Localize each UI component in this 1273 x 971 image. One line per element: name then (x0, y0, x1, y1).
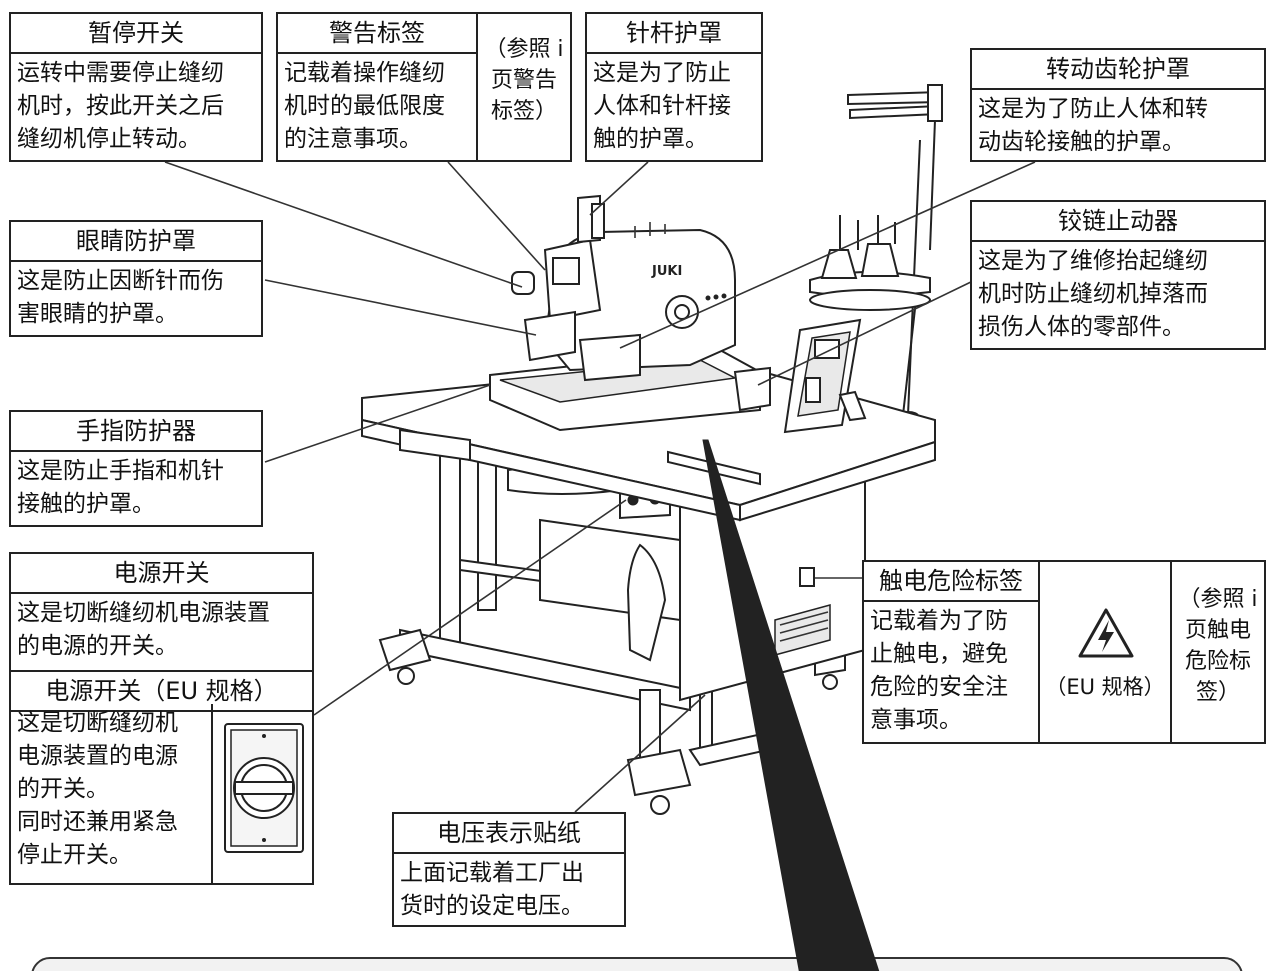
label-needle-bar-cover: 针杆护罩 这是为了防止 人体和针杆接 触的护罩。 (585, 12, 763, 162)
label-needle-bar-cover-title: 针杆护罩 (587, 14, 761, 54)
label-finger-guard-title: 手指防护器 (11, 412, 261, 452)
label-eye-guard-title: 眼睛防护罩 (11, 222, 261, 262)
label-voltage-sticker-title: 电压表示贴纸 (394, 814, 624, 854)
label-power-switch-title: 电源开关 (11, 554, 312, 594)
label-warning: 警告标签 记载着操作缝纫 机时的最低限度 的注意事项。 （参照 i 页警告 标签… (276, 12, 572, 162)
label-gear-cover: 转动齿轮护罩 这是为了防止人体和转 动齿轮接触的护罩。 (970, 48, 1266, 162)
label-stop-switch-title: 暂停开关 (11, 14, 261, 54)
label-finger-guard-text: 这是防止手指和机针 接触的护罩。 (11, 452, 261, 524)
label-shock-hazard-eu: （EU 规格） (1040, 672, 1170, 703)
label-shock-hazard: 触电危险标签 记载着为了防 止触电，避免 危险的安全注 意事项。 （EU 规格）… (862, 560, 1266, 744)
label-voltage-sticker-text: 上面记载着工厂出 货时的设定电压。 (394, 854, 624, 926)
label-warning-text: 记载着操作缝纫 机时的最低限度 的注意事项。 (278, 54, 476, 159)
label-eye-guard-text: 这是防止因断针而伤 害眼睛的护罩。 (11, 262, 261, 334)
machine-brand: JUKI (651, 264, 682, 279)
label-power-switch-eu-text: 这是切断缝纫机 电源装置的电源 的开关。 同时还兼用紧急 停止开关。 (11, 704, 199, 875)
label-warning-title: 警告标签 (278, 14, 476, 54)
label-power-switch: 电源开关 这是切断缝纫机电源装置 的电源的开关。 电源开关（EU 规格） 这是切… (9, 552, 314, 885)
eu-switch-panel (211, 704, 312, 883)
high-voltage-warning-icon (1076, 606, 1136, 660)
rotary-switch-icon (221, 720, 307, 860)
label-voltage-sticker: 电压表示贴纸 上面记载着工厂出 货时的设定电压。 (392, 812, 626, 927)
label-warning-ref: （参照 i 页警告 标签） (478, 34, 570, 127)
bottom-banner (32, 958, 1242, 971)
label-hinge-stopper-title: 铰链止动器 (972, 202, 1264, 242)
label-shock-hazard-ref: （参照 i 页触电 危险标 签） (1172, 584, 1264, 708)
label-shock-hazard-title: 触电危险标签 (864, 562, 1038, 602)
label-eye-guard: 眼睛防护罩 这是防止因断针而伤 害眼睛的护罩。 (9, 220, 263, 337)
label-hinge-stopper-text: 这是为了维修抬起缝纫 机时防止缝纫机掉落而 损伤人体的零部件。 (972, 242, 1264, 347)
label-hinge-stopper: 铰链止动器 这是为了维修抬起缝纫 机时防止缝纫机掉落而 损伤人体的零部件。 (970, 200, 1266, 350)
label-stop-switch-text: 运转中需要停止缝纫 机时，按此开关之后 缝纫机停止转动。 (11, 54, 261, 159)
machine-head: JUKI (490, 196, 770, 430)
label-stop-switch: 暂停开关 运转中需要停止缝纫 机时，按此开关之后 缝纫机停止转动。 (9, 12, 263, 162)
label-gear-cover-text: 这是为了防止人体和转 动齿轮接触的护罩。 (972, 90, 1264, 162)
label-finger-guard: 手指防护器 这是防止手指和机针 接触的护罩。 (9, 410, 263, 527)
label-gear-cover-title: 转动齿轮护罩 (972, 50, 1264, 90)
label-power-switch-text: 这是切断缝纫机电源装置 的电源的开关。 (11, 594, 312, 670)
operation-panel (785, 320, 865, 432)
label-needle-bar-cover-text: 这是为了防止 人体和针杆接 触的护罩。 (587, 54, 761, 159)
label-shock-hazard-text: 记载着为了防 止触电，避免 危险的安全注 意事项。 (864, 602, 1038, 740)
